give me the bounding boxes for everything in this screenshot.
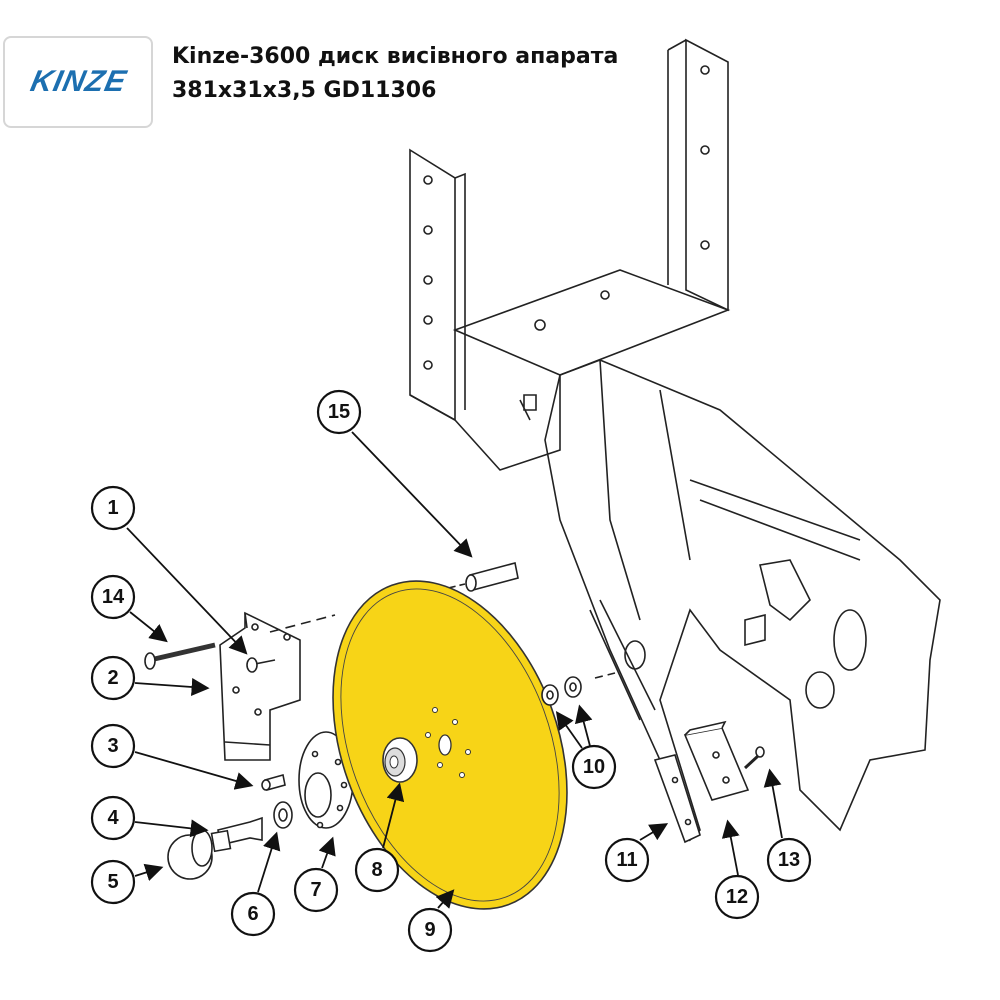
callout-6: 6 bbox=[230, 891, 276, 937]
svg-text:2: 2 bbox=[107, 667, 118, 689]
callout-10: 10 bbox=[571, 744, 617, 790]
svg-text:15: 15 bbox=[328, 401, 350, 423]
svg-text:7: 7 bbox=[310, 879, 321, 901]
callout-15: 15 bbox=[316, 389, 362, 435]
mounting-frame bbox=[409, 38, 731, 471]
title-line-1: Kinze-3600 диск висівного апарата bbox=[172, 44, 619, 69]
leader-lines bbox=[126, 431, 783, 909]
svg-text:10: 10 bbox=[583, 756, 605, 778]
svg-text:8: 8 bbox=[371, 859, 382, 881]
callout-8: 8 bbox=[354, 847, 400, 893]
hub-assembly-parts bbox=[167, 731, 354, 880]
callout-3: 3 bbox=[90, 723, 136, 769]
svg-text:14: 14 bbox=[102, 586, 125, 608]
title-line-2: 381x31x3,5 GD11306 bbox=[172, 78, 437, 103]
svg-text:6: 6 bbox=[247, 903, 258, 925]
right-side-parts bbox=[541, 672, 765, 844]
part-9-seed-disc bbox=[332, 580, 568, 910]
callout-14: 14 bbox=[90, 574, 136, 620]
svg-text:11: 11 bbox=[616, 849, 637, 871]
callout-7: 7 bbox=[293, 867, 339, 913]
part-15-spacer bbox=[439, 562, 519, 592]
svg-text:3: 3 bbox=[107, 735, 118, 757]
kinze-logo: KINZE bbox=[3, 36, 153, 128]
svg-text:12: 12 bbox=[726, 886, 748, 908]
callouts: 1 2 3 4 5 6 7 8 9 10 11 12 13 14 15 bbox=[90, 389, 812, 953]
page-title: Kinze-3600 диск висівного апарата 381x31… bbox=[172, 40, 618, 108]
svg-text:9: 9 bbox=[424, 919, 435, 941]
callout-11: 11 bbox=[604, 837, 650, 883]
callout-5: 5 bbox=[90, 859, 136, 905]
seed-meter-housing bbox=[544, 359, 941, 842]
callout-13: 13 bbox=[766, 837, 812, 883]
part-8-bearing bbox=[382, 737, 418, 783]
svg-text:1: 1 bbox=[107, 497, 118, 519]
callout-1: 1 bbox=[90, 485, 136, 531]
callout-4: 4 bbox=[90, 795, 136, 841]
callout-2: 2 bbox=[90, 655, 136, 701]
svg-text:13: 13 bbox=[778, 849, 800, 871]
callout-9: 9 bbox=[407, 907, 453, 953]
svg-text:4: 4 bbox=[107, 807, 119, 829]
callout-12: 12 bbox=[714, 874, 760, 920]
svg-text:5: 5 bbox=[107, 871, 118, 893]
